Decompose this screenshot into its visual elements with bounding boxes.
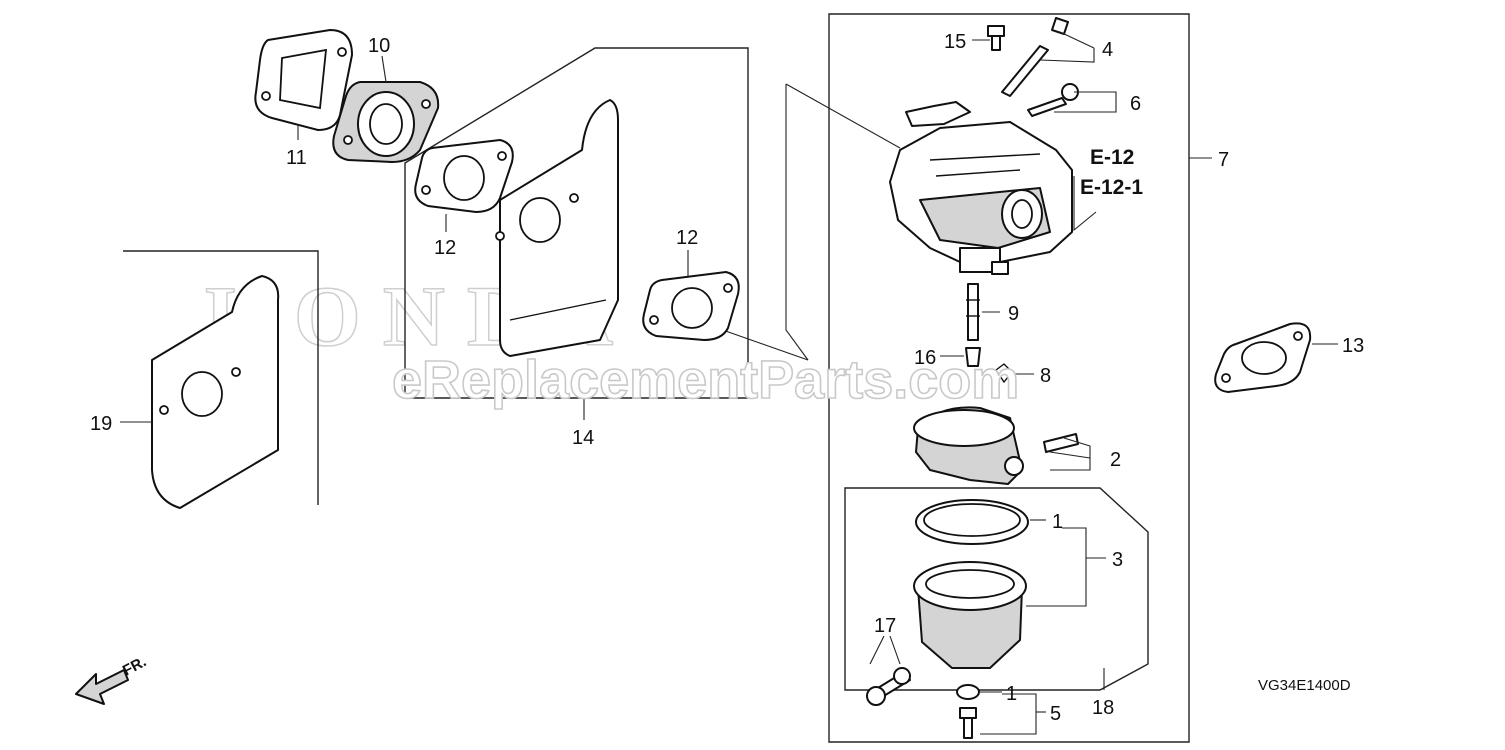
callout-4: 4 <box>1102 39 1113 61</box>
part-10-insulator <box>332 81 440 163</box>
callout-10: 10 <box>368 35 390 57</box>
callout-17: 17 <box>874 615 896 637</box>
front-direction-arrow-icon <box>75 669 129 705</box>
diagram-code: VG34E1400D <box>1258 677 1351 694</box>
callout-15: 15 <box>944 31 966 53</box>
reference-label-e12-1: E-12-1 <box>1080 176 1143 199</box>
callout-14: 14 <box>572 427 594 449</box>
explode-frame <box>785 84 809 361</box>
callout-3: 3 <box>1112 549 1123 571</box>
part-4-screw <box>1001 17 1069 97</box>
float-bowl <box>913 561 1027 669</box>
callout-8: 8 <box>1040 365 1051 387</box>
callout-12-lower: 12 <box>676 227 698 249</box>
float-assembly <box>913 406 1079 485</box>
carburetor-assembly-box <box>828 13 1190 743</box>
part-6-screw <box>1027 83 1079 117</box>
callout-18: 18 <box>1092 697 1114 719</box>
callout-7: 7 <box>1218 149 1229 171</box>
part-8-pin <box>995 363 1013 384</box>
part-9-nozzle <box>966 283 980 341</box>
callout-12-upper: 12 <box>434 237 456 259</box>
part-12-gasket-lower <box>642 271 740 341</box>
callout-2: 2 <box>1110 449 1121 471</box>
callout-6: 6 <box>1130 93 1141 115</box>
part-18-box <box>844 487 1149 691</box>
carburetor-body <box>889 101 1073 275</box>
callout-19: 19 <box>90 413 112 435</box>
part-11-gasket <box>254 29 353 131</box>
part-19-box <box>123 250 319 505</box>
part-14-heat-plate <box>495 99 619 357</box>
part-12-gasket-upper <box>414 139 514 213</box>
part-13-gasket <box>1214 322 1312 393</box>
part-16-jet <box>965 347 981 367</box>
part-1-oring-upper <box>915 499 1029 545</box>
callout-5: 5 <box>1050 703 1061 725</box>
part-19-heat-plate <box>151 275 280 509</box>
reference-label-e12: E-12 <box>1090 146 1134 169</box>
callout-11: 11 <box>286 147 307 169</box>
callout-1-oring: 1 <box>1052 511 1063 533</box>
callout-1-washer: 1 <box>1006 683 1017 705</box>
part-15-screw <box>987 25 1005 51</box>
callout-16: 16 <box>914 347 936 369</box>
callout-9: 9 <box>1008 303 1019 325</box>
callout-13: 13 <box>1342 335 1364 357</box>
explode-line-top <box>785 83 901 149</box>
part-17-screw <box>866 667 911 706</box>
leader-lines <box>120 31 1338 735</box>
part-14-box <box>404 47 749 399</box>
part-5-drain-bolt <box>956 684 980 739</box>
site-watermark: eReplacementParts.com <box>392 350 1019 410</box>
